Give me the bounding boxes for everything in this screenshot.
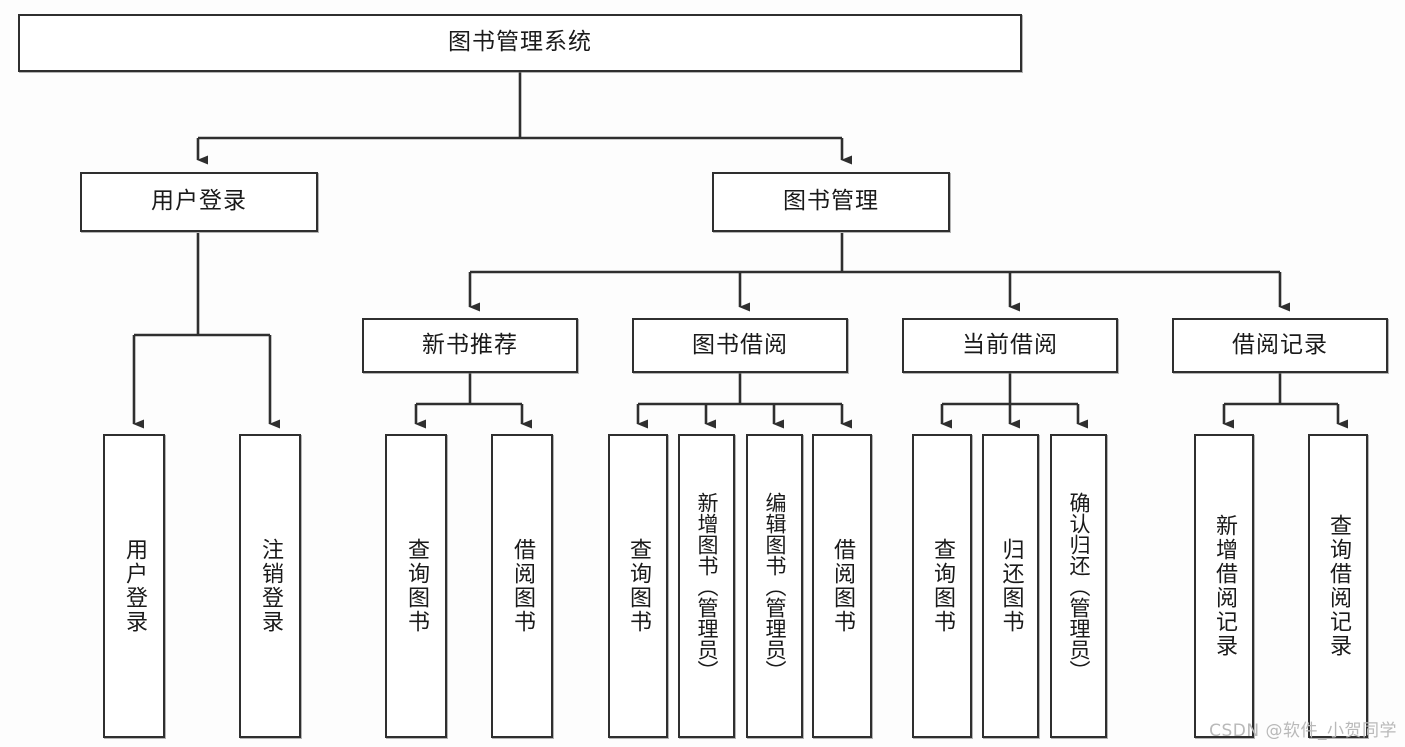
node-leaf-new-book-borrow[interactable]: 借阅图书 bbox=[491, 434, 553, 738]
node-leaf-book-borrow-edit-admin[interactable]: 编辑图书（管理员） bbox=[746, 434, 803, 738]
node-user-login[interactable]: 用户登录 bbox=[80, 172, 318, 232]
node-leaf-borrow-record-add[interactable]: 新增借阅记录 bbox=[1194, 434, 1254, 738]
node-leaf-borrow-record-query[interactable]: 查询借阅记录 bbox=[1308, 434, 1368, 738]
node-leaf-user-login-signin[interactable]: 用户登录 bbox=[103, 434, 165, 738]
node-leaf-user-login-signout[interactable]: 注销登录 bbox=[239, 434, 301, 738]
node-new-book-recommend[interactable]: 新书推荐 bbox=[362, 318, 578, 373]
node-leaf-book-borrow-borrow[interactable]: 借阅图书 bbox=[812, 434, 872, 738]
node-root-book-management-system[interactable]: 图书管理系统 bbox=[18, 14, 1022, 72]
node-leaf-book-borrow-query[interactable]: 查询图书 bbox=[608, 434, 668, 738]
node-current-borrow[interactable]: 当前借阅 bbox=[902, 318, 1118, 373]
node-leaf-new-book-query[interactable]: 查询图书 bbox=[385, 434, 447, 738]
node-leaf-current-borrow-return[interactable]: 归还图书 bbox=[982, 434, 1039, 738]
node-leaf-book-borrow-add-admin[interactable]: 新增图书（管理员） bbox=[678, 434, 735, 738]
node-leaf-current-borrow-query[interactable]: 查询图书 bbox=[912, 434, 972, 738]
node-leaf-current-borrow-confirm-admin[interactable]: 确认归还（管理员） bbox=[1050, 434, 1107, 738]
node-book-management[interactable]: 图书管理 bbox=[712, 172, 950, 232]
csdn-watermark: CSDN @软件_小贺同学 bbox=[1209, 721, 1397, 741]
node-borrow-record[interactable]: 借阅记录 bbox=[1172, 318, 1388, 373]
node-book-borrow[interactable]: 图书借阅 bbox=[632, 318, 848, 373]
